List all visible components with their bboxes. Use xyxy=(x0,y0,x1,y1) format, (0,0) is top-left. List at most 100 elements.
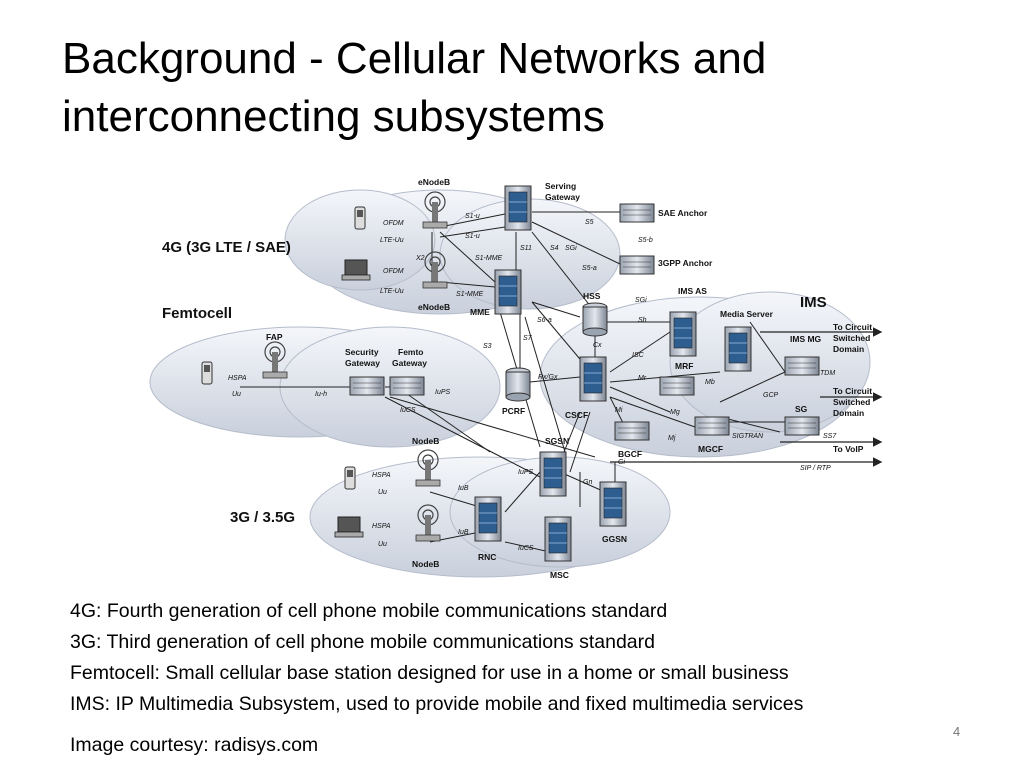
ims-mg-label: IMS MG xyxy=(790,334,822,344)
media-server-label: Media Server xyxy=(720,309,774,319)
security-gateway-label-2: Gateway xyxy=(345,358,380,368)
gi-label: Gi xyxy=(618,459,625,466)
mrf-icon xyxy=(669,311,697,357)
gpp-anchor-icon xyxy=(619,255,655,275)
femto-uu-label: Uu xyxy=(232,391,241,398)
ofdm-label-1: OFDM xyxy=(383,220,404,227)
lte-uu-label-1: LTE-Uu xyxy=(380,237,404,244)
sae-anchor-icon xyxy=(619,203,655,223)
lte-uu-label-2: LTE-Uu xyxy=(380,288,404,295)
media-server-icon xyxy=(724,326,752,372)
sgi-label-2: SGi xyxy=(635,297,647,304)
msc-icon xyxy=(544,516,572,562)
rxgx-label: Rx/Gx xyxy=(538,374,558,381)
femto-gateway-label-1: Femto xyxy=(398,347,424,357)
pcrf-label: PCRF xyxy=(502,406,525,416)
umts-iups-label: IuPS xyxy=(518,469,534,476)
mi-label: Mi xyxy=(615,407,623,414)
definition-4g: 4G: Fourth generation of cell phone mobi… xyxy=(70,600,668,622)
gn-label: Gn xyxy=(583,479,592,486)
femto-gateway-icon xyxy=(389,376,425,396)
s1u-label-2: S1-u xyxy=(465,233,480,240)
sae-anchor-label: SAE Anchor xyxy=(658,208,708,218)
mg-rack-icon xyxy=(659,376,695,396)
ofdm-label-2: OFDM xyxy=(383,268,404,275)
to-cs-label-2c: Domain xyxy=(833,408,864,418)
sgsn-label: SGSN xyxy=(545,436,569,446)
definition-ims: IMS: IP Multimedia Subsystem, used to pr… xyxy=(70,693,804,715)
ims-mg-icon xyxy=(784,356,820,376)
bgcf-label: BGCF xyxy=(618,449,642,459)
mgcf-label: MGCF xyxy=(698,444,723,454)
umts-hspa-label-2: HSPA xyxy=(372,523,391,530)
s6a-label: S6-a xyxy=(537,317,552,324)
mme-label: MME xyxy=(470,307,490,317)
mr-label: Mr xyxy=(638,375,647,382)
bgcf-icon xyxy=(614,421,650,441)
lte-cloud xyxy=(284,189,621,315)
nodeb-label-top: NodeB xyxy=(412,436,439,446)
to-cs-label-1a: To Circuit xyxy=(833,322,872,332)
definition-femtocell: Femtocell: Small cellular base station d… xyxy=(70,662,789,684)
umts-hspa-label-1: HSPA xyxy=(372,472,391,479)
cx-label: Cx xyxy=(593,342,602,349)
sip-rtp-label: SIP / RTP xyxy=(800,465,831,472)
gpp-anchor-label: 3GPP Anchor xyxy=(658,258,713,268)
to-cs-label-2a: To Circuit xyxy=(833,386,872,396)
mrf-label: MRF xyxy=(675,361,693,371)
ims-as-label: IMS AS xyxy=(678,286,707,296)
to-cs-label-1c: Domain xyxy=(833,344,864,354)
iub-label-2: IuB xyxy=(458,529,469,536)
cellular-network-diagram: 4G (3G LTE / SAE) Femtocell 3G / 3.5G IM… xyxy=(149,177,883,580)
cscf-label: CSCF xyxy=(565,410,588,420)
region-umts-label: 3G / 3.5G xyxy=(230,509,295,526)
sg-label: SG xyxy=(795,404,808,414)
iuh-label: Iu-h xyxy=(315,391,327,398)
mb-label: Mb xyxy=(705,379,715,386)
femto-hspa-label: HSPA xyxy=(228,375,247,382)
serving-gateway-label-1: Serving xyxy=(545,181,576,191)
s1mme-label-2: S1-MME xyxy=(456,291,484,298)
external-arrows xyxy=(610,327,883,467)
femto-gateway-label-2: Gateway xyxy=(392,358,427,368)
region-ims-label: IMS xyxy=(800,294,827,311)
tdm-label: TDM xyxy=(820,370,835,377)
rnc-label: RNC xyxy=(478,552,496,562)
slide-title: Background - Cellular Networks and inter… xyxy=(62,30,962,146)
hss-label: HSS xyxy=(583,291,601,301)
sh-label: Sh xyxy=(638,317,647,324)
image-credit: Image courtesy: radisys.com xyxy=(70,734,319,756)
umts-phone-icon xyxy=(344,466,356,490)
enodeb-label-bottom: eNodeB xyxy=(418,302,450,312)
ggsn-label: GGSN xyxy=(602,534,627,544)
isc-label: ISC xyxy=(632,352,645,359)
umts-uu-label-2: Uu xyxy=(378,541,387,548)
s5-label: S5 xyxy=(585,219,594,226)
security-gateway-label-1: Security xyxy=(345,347,379,357)
ss7-label: SS7 xyxy=(823,433,837,440)
sigtran-label: SIGTRAN xyxy=(732,433,764,440)
enodeb-label-top: eNodeB xyxy=(418,177,450,187)
security-gateway-icon xyxy=(349,376,385,396)
pcrf-icon xyxy=(505,367,531,402)
cscf-icon xyxy=(579,356,607,402)
msc-label: MSC xyxy=(550,570,569,580)
iub-label-1: IuB xyxy=(458,485,469,492)
s1u-label-1: S1-u xyxy=(465,213,480,220)
mj-label: Mj xyxy=(668,435,676,442)
lte-phone-icon xyxy=(354,206,366,230)
fap-label: FAP xyxy=(266,332,283,342)
mgcf-icon xyxy=(694,416,730,436)
ggsn-icon xyxy=(599,481,627,527)
sgi-label-1: SGi xyxy=(565,245,577,252)
s7-label: S7 xyxy=(523,335,533,342)
to-cs-label-1b: Switched xyxy=(833,333,870,343)
s1mme-label-1: S1-MME xyxy=(475,255,503,262)
serving-gateway-icon xyxy=(504,185,532,231)
title-line-1: Background - Cellular Networks and xyxy=(62,34,767,83)
mme-icon xyxy=(494,269,522,315)
gcp-label: GCP xyxy=(763,392,779,399)
serving-gateway-label-2: Gateway xyxy=(545,192,580,202)
s4-label: S4 xyxy=(550,245,559,252)
x2-label: X2 xyxy=(415,255,425,262)
